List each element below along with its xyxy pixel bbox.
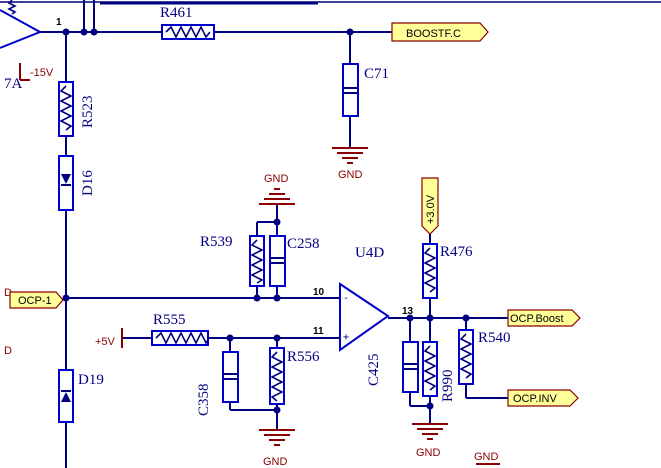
net-label-gnd-c71: GND xyxy=(338,169,363,181)
rail-minus-15v xyxy=(19,63,30,81)
opamp-minus-sign: - xyxy=(343,293,349,304)
net-label-gnd-c258: GND xyxy=(264,173,289,185)
gnd-symbol-c425 xyxy=(412,423,448,440)
diode-d19 xyxy=(58,369,74,423)
net-label-gnd-bottom: GND xyxy=(263,456,288,468)
net-label-minus-15v: -15V xyxy=(30,67,54,79)
diode-d16 xyxy=(58,155,74,211)
net-label-gnd-c425: GND xyxy=(416,447,441,459)
refdes-c358: C358 xyxy=(196,383,212,416)
port-ocp-boost[interactable]: OCP.Boost xyxy=(507,309,581,327)
refdes-r556: R556 xyxy=(287,349,320,365)
refdes-c425: C425 xyxy=(366,353,382,386)
refdes-r523: R523 xyxy=(80,95,96,128)
refdes-d19: D19 xyxy=(78,372,104,388)
refdes-r461: R461 xyxy=(160,5,193,21)
refdes-c258: C258 xyxy=(287,236,320,252)
opamp-u4d: - + xyxy=(339,282,390,352)
junction-top-1 xyxy=(62,28,70,36)
refdes-r539: R539 xyxy=(200,234,233,250)
refdes-c71: C71 xyxy=(364,66,389,82)
junction-r556-bottom xyxy=(273,406,281,414)
port-ocp-inv[interactable]: OCP.INV xyxy=(507,389,579,407)
pin-number-10: 10 xyxy=(313,287,325,298)
capacitor-c358 xyxy=(222,351,239,403)
gnd-symbol-bottom xyxy=(259,429,295,446)
gnd-symbol-c258 xyxy=(259,188,295,205)
pin-number-1: 1 xyxy=(56,17,62,28)
resistor-r556 xyxy=(269,347,285,405)
refdes-r476: R476 xyxy=(440,244,473,260)
port-label-ocp-boost: OCP.Boost xyxy=(510,313,564,325)
junction-top-2 xyxy=(80,28,88,36)
refdes-u4d: U4D xyxy=(355,245,384,261)
port-label-ocp-1: OCP-1 xyxy=(18,295,52,307)
resistor-r476 xyxy=(422,243,438,299)
pin-number-13: 13 xyxy=(402,306,414,317)
gnd-symbol-c71 xyxy=(332,147,368,164)
junction-top-3 xyxy=(90,28,98,36)
capacitor-c258 xyxy=(269,235,286,287)
capacitor-c425 xyxy=(402,341,419,393)
partial-opamp-top-left xyxy=(0,0,43,49)
resistor-r523 xyxy=(58,81,74,137)
port-label-boostf-c: BOOSTF.C xyxy=(406,28,461,40)
resistor-r539 xyxy=(249,235,265,287)
edge-text-d-2: D xyxy=(4,345,12,357)
resistor-r990 xyxy=(422,341,438,397)
pin-number-11: 11 xyxy=(313,326,324,337)
port-label-plus-3v0: +3.0V xyxy=(425,194,437,224)
resistor-r461 xyxy=(161,24,215,40)
refdes-r540: R540 xyxy=(478,330,511,346)
port-label-ocp-inv: OCP.INV xyxy=(513,393,557,405)
net-label-plus-5v: +5V xyxy=(95,336,116,348)
refdes-d16: D16 xyxy=(80,170,96,196)
resistor-r555 xyxy=(151,330,210,346)
capacitor-c71 xyxy=(342,63,359,117)
refdes-r990: R990 xyxy=(440,369,456,402)
opamp-plus-sign: + xyxy=(343,332,349,343)
resistor-r540 xyxy=(458,329,474,385)
port-ocp-1[interactable]: OCP-1 xyxy=(9,291,64,309)
junction-c425-r990-bottom xyxy=(426,402,434,410)
port-boostf-c[interactable]: BOOSTF.C xyxy=(391,22,489,42)
refdes-r555: R555 xyxy=(153,312,186,328)
edge-text-d-1: D xyxy=(4,287,12,299)
partial-refdes-7a: 7A xyxy=(4,76,23,92)
net-label-gnd-far: GND xyxy=(474,451,499,463)
port-plus-3v0[interactable]: +3.0V xyxy=(421,177,439,235)
